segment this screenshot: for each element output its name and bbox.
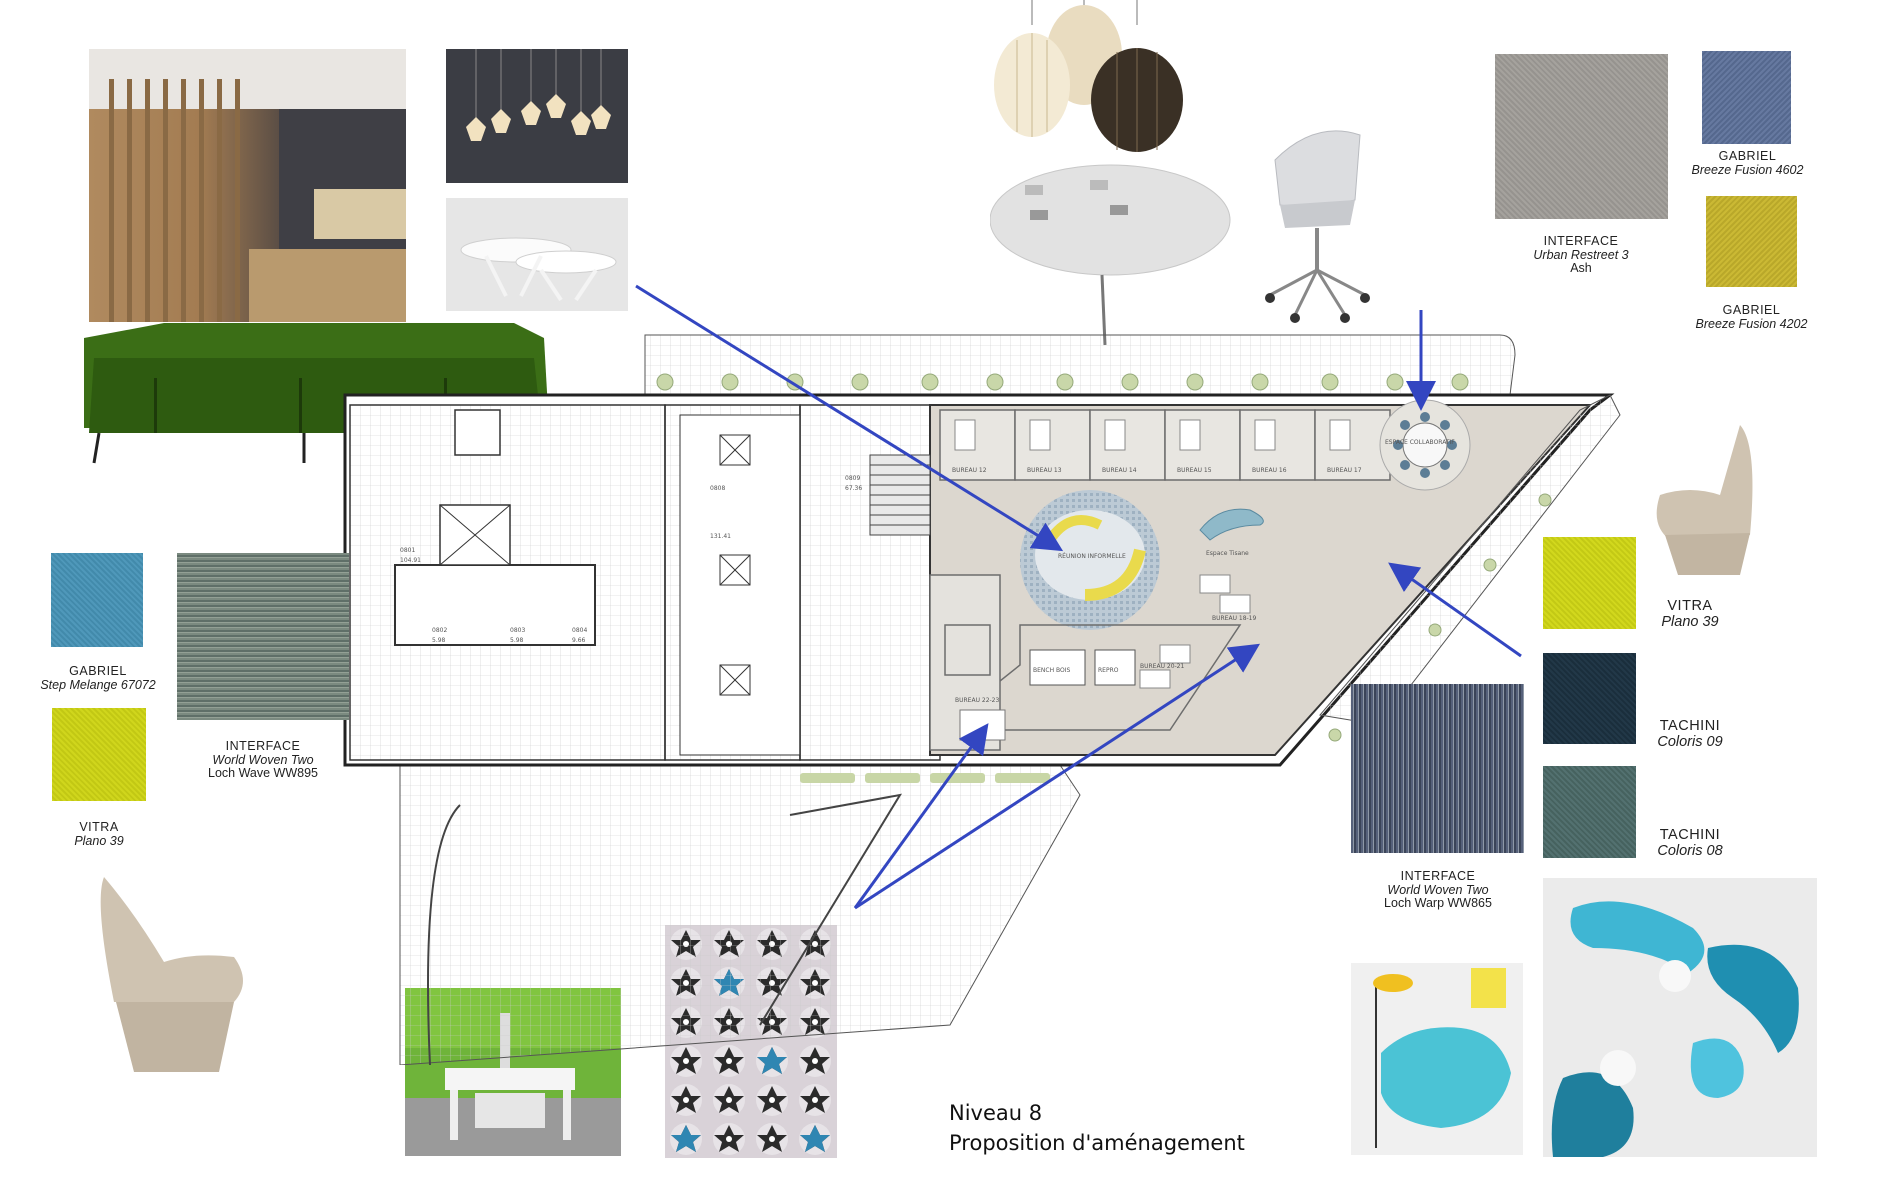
plan-room-0803: 0803 bbox=[510, 627, 526, 634]
plan-label-bench: BENCH BOIS bbox=[1033, 667, 1071, 674]
swatch-vitra-left bbox=[52, 708, 146, 801]
plan-caption: Niveau 8 Proposition d'aménagement bbox=[949, 1098, 1245, 1158]
label-gabriel-67072: GABRIEL Step Melange 67072 bbox=[28, 664, 168, 692]
oval-table-image bbox=[989, 160, 1240, 350]
label-gabriel-4602-name: Breeze Fusion 4602 bbox=[1691, 162, 1804, 177]
label-interface-ash: INTERFACE Urban Restreet 3 Ash bbox=[1500, 234, 1662, 276]
plan-label-bureau-15: BUREAU 15 bbox=[1177, 467, 1212, 474]
side-tables-photo bbox=[446, 198, 628, 311]
plan-room-0808: 0808 bbox=[710, 485, 726, 492]
swatch-interface-ww865 bbox=[1351, 684, 1524, 853]
label-interface-ash-code: Ash bbox=[1570, 261, 1592, 275]
label-interface-ww895-code: Loch Wave WW895 bbox=[208, 766, 318, 780]
label-vitra-right-name: Plano 39 bbox=[1661, 614, 1719, 630]
turquoise-sofa-graphic bbox=[1373, 968, 1511, 1148]
label-vitra-left-brand: VITRA bbox=[79, 820, 119, 834]
floor-plan-graphic bbox=[343, 334, 1621, 1066]
plan-area-0801: 104.91 bbox=[400, 557, 421, 564]
plan-area-0803: 5.98 bbox=[510, 637, 524, 644]
plan-label-bureau-12: BUREAU 12 bbox=[952, 467, 987, 474]
oval-table-graphic bbox=[989, 164, 1231, 346]
turquoise-sofa-photo bbox=[1351, 963, 1523, 1155]
plan-room-0804: 0804 bbox=[572, 627, 588, 634]
office-chair-image bbox=[1255, 120, 1375, 325]
label-vitra-right-brand: VITRA bbox=[1667, 598, 1713, 614]
plan-room-0809: 0809 bbox=[845, 475, 861, 482]
plan-area-0808: 131.41 bbox=[710, 533, 731, 540]
interior-photo bbox=[89, 49, 406, 322]
label-tachini-08-brand: TACHINI bbox=[1659, 827, 1721, 843]
swatch-tachini-09 bbox=[1543, 653, 1636, 744]
turquoise-lounge-graphic bbox=[1551, 901, 1799, 1157]
plan-room-0802: 0802 bbox=[432, 627, 448, 634]
label-gabriel-4602: GABRIEL Breeze Fusion 4602 bbox=[1680, 149, 1815, 177]
label-interface-ww865-code: Loch Warp WW865 bbox=[1384, 896, 1492, 910]
plan-label-bureau-20-21: BUREAU 20-21 bbox=[1140, 663, 1185, 670]
beige-armchair-left bbox=[94, 872, 252, 1077]
label-gabriel-4202-brand: GABRIEL bbox=[1722, 303, 1781, 317]
swatch-gabriel-4202 bbox=[1706, 196, 1797, 287]
swatch-interface-ww895 bbox=[177, 553, 349, 720]
label-vitra-left: VITRA Plano 39 bbox=[40, 820, 158, 848]
interior-photo-graphic bbox=[89, 49, 406, 322]
label-interface-ww865: INTERFACE World Woven Two Loch Warp WW86… bbox=[1358, 869, 1518, 911]
label-tachini-09-brand: TACHINI bbox=[1659, 718, 1721, 734]
plan-area-0809: 67.36 bbox=[845, 485, 863, 492]
swatch-gabriel-4602 bbox=[1702, 51, 1791, 144]
label-vitra-left-name: Plano 39 bbox=[74, 833, 124, 848]
pendant-lights-graphic bbox=[466, 49, 611, 141]
label-gabriel-67072-name: Step Melange 67072 bbox=[40, 677, 156, 692]
plan-label-bureau-16: BUREAU 16 bbox=[1252, 467, 1287, 474]
label-interface-ww865-name: World Woven Two bbox=[1387, 882, 1489, 897]
office-chair-graphic bbox=[1265, 130, 1370, 323]
swatch-gabriel-67072 bbox=[51, 553, 143, 647]
plan-label-tisane: Espace Tisane bbox=[1206, 550, 1249, 557]
plan-label-reunion: RÉUNION INFORMELLE bbox=[1058, 553, 1126, 560]
label-tachini-08-name: Coloris 08 bbox=[1657, 843, 1723, 859]
side-tables-graphic bbox=[460, 237, 617, 302]
label-interface-ww895-name: World Woven Two bbox=[212, 752, 314, 767]
label-vitra-right: VITRA Plano 39 bbox=[1640, 598, 1740, 630]
plan-label-bureau-17: BUREAU 17 bbox=[1327, 467, 1362, 474]
plan-label-bureau-13: BUREAU 13 bbox=[1027, 467, 1062, 474]
beige-armchair-right bbox=[1650, 425, 1760, 580]
floor-plan: BUREAU 12 BUREAU 13 BUREAU 14 BUREAU 15 … bbox=[340, 325, 1640, 1066]
plan-area-0802: 5.98 bbox=[432, 637, 446, 644]
label-tachini-09-name: Coloris 09 bbox=[1657, 734, 1723, 750]
beige-armchair-left-graphic bbox=[100, 877, 244, 1072]
label-tachini-09: TACHINI Coloris 09 bbox=[1640, 718, 1740, 750]
label-gabriel-67072-brand: GABRIEL bbox=[69, 664, 127, 678]
plan-label-repro: REPRO bbox=[1098, 667, 1119, 674]
plan-room-0801: 0801 bbox=[400, 547, 416, 554]
turquoise-lounge-photo bbox=[1543, 878, 1817, 1157]
label-interface-ww895-brand: INTERFACE bbox=[225, 739, 301, 753]
pendant-lamps-graphic bbox=[994, 0, 1183, 152]
plan-label-bureau-18-19: BUREAU 18-19 bbox=[1212, 615, 1257, 622]
label-gabriel-4202-name: Breeze Fusion 4202 bbox=[1695, 316, 1808, 331]
label-interface-ash-brand: INTERFACE bbox=[1543, 234, 1619, 248]
label-interface-ww865-brand: INTERFACE bbox=[1400, 869, 1476, 883]
swatch-tachini-08 bbox=[1543, 766, 1636, 858]
plan-label-collab: ESPACE COLLABORATIF bbox=[1385, 439, 1455, 446]
label-interface-ww895: INTERFACE World Woven Two Loch Wave WW89… bbox=[190, 739, 336, 781]
pendant-lamps-image bbox=[972, 0, 1212, 160]
plan-area-0804: 9.66 bbox=[572, 637, 586, 644]
caption-proposal: Proposition d'aménagement bbox=[949, 1131, 1245, 1155]
swatch-vitra-right bbox=[1543, 537, 1636, 629]
label-tachini-08: TACHINI Coloris 08 bbox=[1640, 827, 1740, 859]
caption-level: Niveau 8 bbox=[949, 1101, 1043, 1125]
label-gabriel-4202: GABRIEL Breeze Fusion 4202 bbox=[1684, 303, 1819, 331]
swatch-interface-ash bbox=[1495, 54, 1668, 219]
pendant-lights-photo bbox=[446, 49, 628, 183]
label-gabriel-4602-brand: GABRIEL bbox=[1718, 149, 1777, 163]
plan-label-bureau-22-23: BUREAU 22-23 bbox=[955, 697, 1000, 704]
label-interface-ash-name: Urban Restreet 3 bbox=[1533, 247, 1629, 262]
plan-label-bureau-14: BUREAU 14 bbox=[1102, 467, 1137, 474]
beige-armchair-right-graphic bbox=[1656, 425, 1753, 575]
